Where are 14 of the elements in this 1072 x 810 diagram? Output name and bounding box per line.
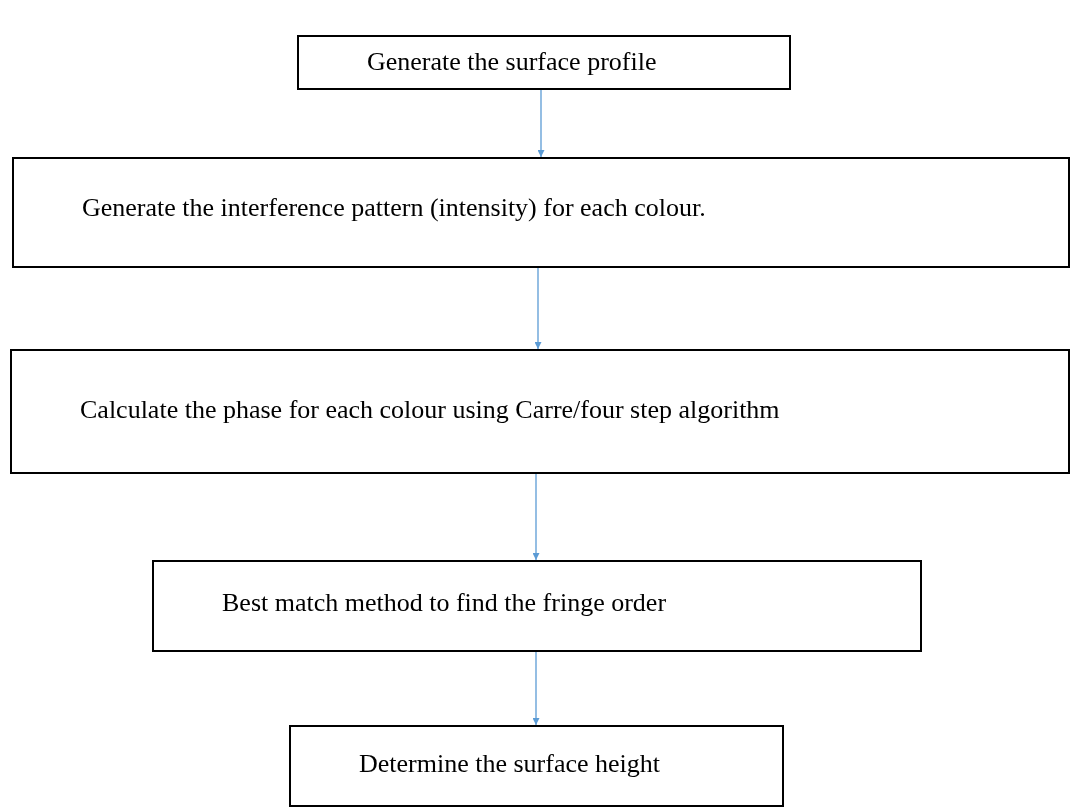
arrow	[534, 267, 542, 350]
process-box	[297, 35, 791, 90]
step-text: Generate the surface profile	[367, 47, 657, 77]
step-text: Determine the surface height	[359, 749, 661, 779]
arrow	[532, 651, 540, 726]
step-text: Generate the interference pattern (intensity) for each colour.	[82, 193, 706, 223]
step-text: Calculate the phase for each colour using Carre/four step algorithm	[80, 395, 780, 425]
arrow	[537, 89, 545, 158]
process-box	[12, 157, 1070, 268]
arrow	[532, 473, 540, 561]
process-box	[152, 560, 922, 652]
process-box	[289, 725, 784, 807]
step-text: Best match method to find the fringe order	[222, 588, 667, 618]
process-box	[10, 349, 1070, 474]
